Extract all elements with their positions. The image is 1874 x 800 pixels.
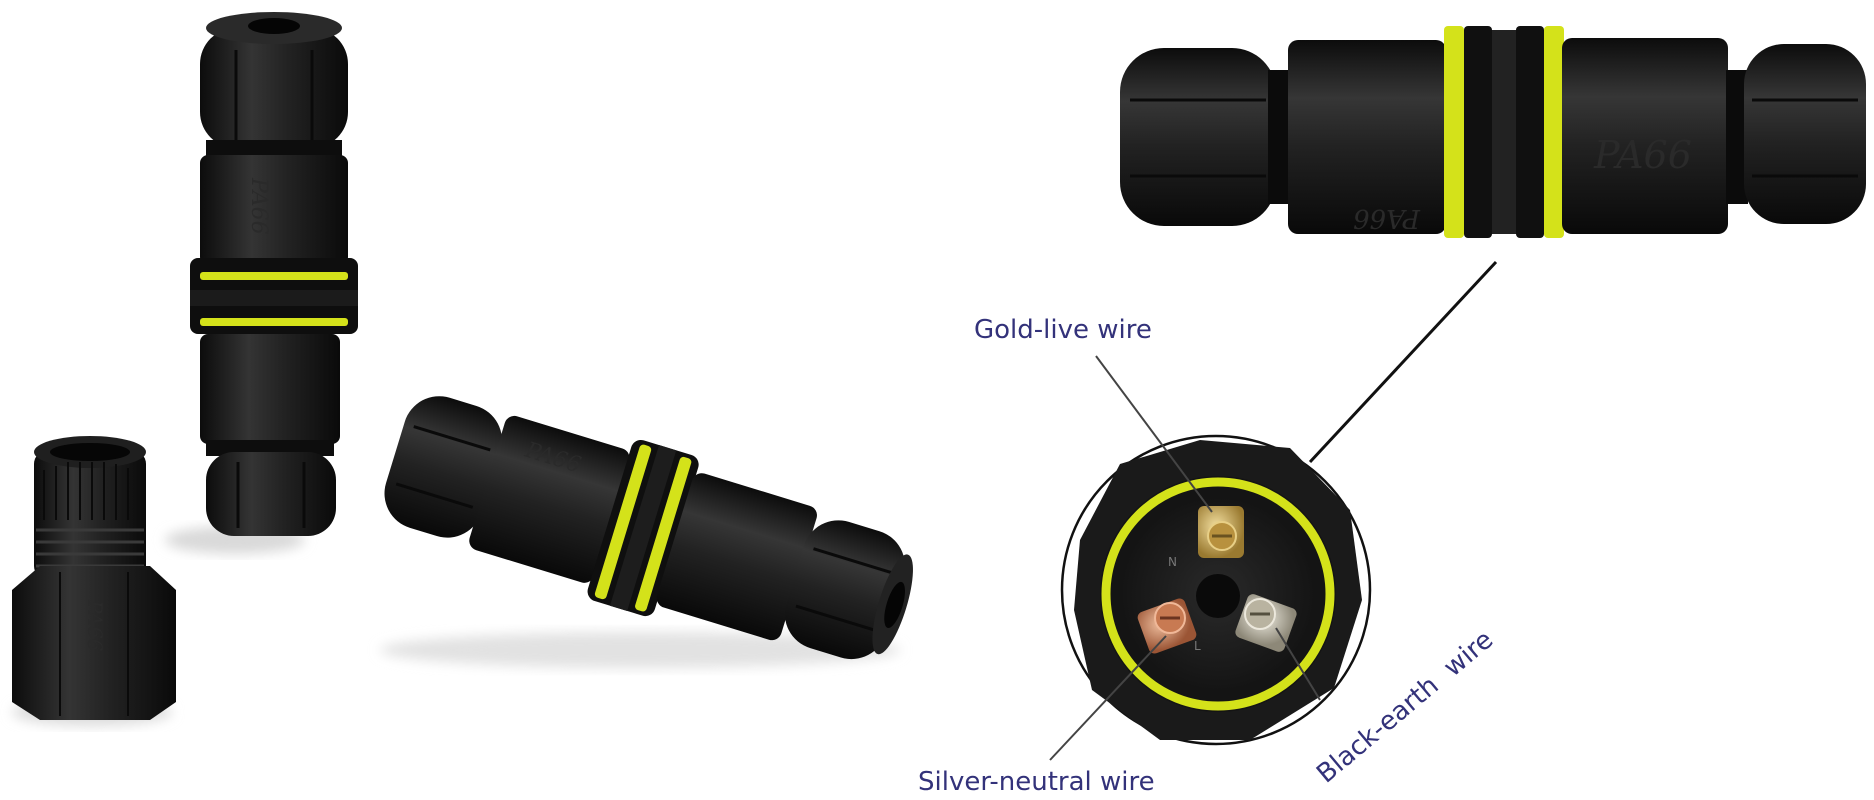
gold-label-leader <box>1095 355 1213 513</box>
silver-neutral-wire-label: Silver-neutral wire <box>918 767 1155 797</box>
molded-text-pa66: PA66 <box>1593 133 1692 177</box>
connector-face-zoom: N L <box>1060 434 1372 746</box>
diagonal-connector: PA66 <box>380 396 913 668</box>
svg-text:PA66: PA66 <box>83 599 107 652</box>
svg-text:PA66: PA66 <box>246 177 271 235</box>
silver-label-leader <box>1049 635 1167 761</box>
svg-text:L: L <box>1194 639 1201 653</box>
svg-text:N: N <box>1168 555 1177 569</box>
gold-terminal <box>1198 506 1244 558</box>
vertical-connector: PA66 <box>165 12 358 554</box>
cable-gland-nut: PA66 <box>12 436 176 726</box>
horizontal-connector: PA66 PA66 <box>1120 26 1866 238</box>
black-label-leader <box>1275 627 1321 701</box>
callout-leader-line <box>1308 260 1498 464</box>
copper-terminal <box>1137 598 1197 654</box>
gold-live-wire-label: Gold-live wire <box>974 315 1152 345</box>
molded-text-lower: PA66 <box>1353 203 1421 233</box>
